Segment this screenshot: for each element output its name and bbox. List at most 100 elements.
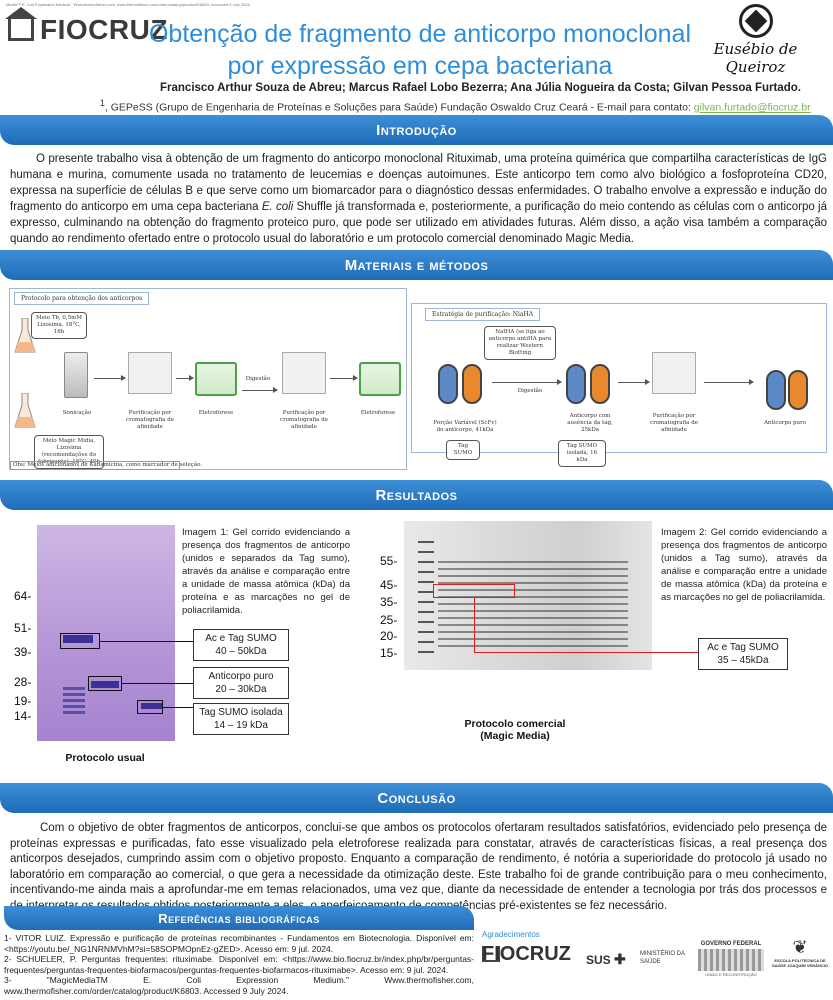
gel-band [91, 681, 119, 688]
gel1-marker: 39- [14, 645, 32, 659]
plus-icon: ✚ [614, 951, 626, 967]
gel1-marker: 28- [14, 675, 32, 689]
gel2-marker: 15- [380, 646, 398, 660]
authors: Francisco Arthur Souza de Abreu; Marcus … [160, 82, 801, 94]
gel1-marker: 19- [14, 694, 32, 708]
callout-line [100, 641, 193, 642]
tag-sumo-label: Tag SUMO [446, 440, 480, 460]
scfv-domain-icon [438, 364, 458, 404]
sponsor-sus-text: SUS [586, 953, 611, 967]
intro-heading: Introdução [0, 115, 833, 145]
sponsor-governo-sub: UNIÃO E RECONSTRUÇÃO [705, 972, 757, 977]
sponsor-escola: ❦ ESCOLA POLITÉCNICA DE SAÚDE JOAQUIM VE… [771, 937, 829, 968]
callout-line-2: 20 – 30kDa [215, 684, 267, 695]
contact-email-link[interactable]: gilvan.furtado@fiocruz.br [693, 101, 811, 114]
gel2-marker: 35- [380, 595, 398, 609]
sponsor-fiocruz-text: FIOCRUZ [482, 942, 571, 965]
purification-label-1: Purificação por cromatografia de afinida… [126, 410, 174, 430]
callout-line-red [474, 652, 698, 653]
sponsor-governo-text: GOVERNO FEDERAL [700, 941, 762, 947]
observation-note: Obs: Meios adicionados de Kanamicina, co… [10, 461, 202, 470]
flask-magic-icon [14, 393, 36, 428]
callout-ac-tag-commercial: Ac e Tag SUMO 35 – 45kDa [698, 638, 788, 670]
gel2-caption: Imagem 2: Gel corrido evidenciando a pre… [661, 527, 827, 603]
eusebio-logo: Eusébio de Queiroz [688, 4, 823, 76]
eusebio-emblem-icon [738, 4, 773, 38]
callout-line [163, 707, 193, 708]
fiocruz-logo: FIOCRUZ [5, 7, 168, 46]
callout-line-red [474, 598, 475, 652]
flow-arrow [242, 387, 278, 393]
gel-ladder [418, 541, 434, 661]
flow-arrow [94, 375, 126, 381]
gel-ladder [63, 687, 85, 715]
purification-icon [652, 352, 696, 394]
gel1-label: Protocolo usual [65, 752, 145, 764]
protocol-box-title: Protocolo para obtenção dos anticorpos [14, 292, 150, 305]
gel1-marker: 14- [14, 709, 32, 723]
callout-line-1: Ac e Tag SUMO [205, 633, 277, 644]
conclusion-heading: Conclusão [0, 783, 833, 813]
scfv-label: Porção Variável (ScFv) do anticorpo, 41k… [433, 420, 497, 433]
digestion-label-1: Digestão [245, 376, 271, 382]
callout-line-1: Anticorpo puro [208, 671, 274, 682]
methods-heading: Materiais e métodos [0, 250, 833, 280]
callout-line-2: 35 – 45kDa [717, 655, 769, 666]
gel-image-commercial [404, 521, 652, 670]
pure-antibody-label: Anticorpo puro [763, 420, 807, 426]
gel1-caption: Imagem 1: Gel corrido evidenciando a pre… [182, 527, 350, 616]
title-line-2: por expressão em cepa bacteriana [227, 52, 613, 80]
highlight-box [60, 633, 100, 649]
affiliation: 1, GEPeSS (Grupo de Engenharia de Proteí… [100, 98, 811, 114]
flow-arrow [492, 379, 562, 385]
scfv-domain-icon [462, 364, 482, 404]
gel-band [63, 635, 93, 643]
tag-sumo-isolated-label: Tag SUMO isolada, 16 kDa [558, 440, 606, 467]
sponsor-governo: GOVERNO FEDERAL UNIÃO E RECONSTRUÇÃO [698, 941, 764, 977]
affiliation-sup: 1 [100, 98, 105, 108]
reference-item: 2- SCHUELER, P. Perguntas frequentes: ri… [4, 954, 474, 975]
fiocruz-logo-text: FIOCRUZ [40, 14, 168, 45]
callout-line-2: 40 – 50kDa [215, 646, 267, 657]
gel-lanes [438, 561, 628, 651]
gel2-marker: 55- [380, 554, 398, 568]
gel1-marker: 51- [14, 621, 32, 635]
antibody-domain-icon [590, 364, 610, 404]
callout-pure-antibody: Anticorpo puro 20 – 30kDa [193, 667, 289, 699]
poster-title: Obtenção de fragmento de anticorpo monoc… [140, 18, 700, 82]
medium-tb-label: Meio Tb, 0,5mM Lizosima, 18°C, 16h [31, 312, 87, 339]
purification-icon [282, 352, 326, 394]
eusebio-logo-text: Eusébio de Queiroz [713, 40, 798, 76]
electrophoresis-icon [359, 362, 401, 396]
gel2-label: Protocolo comercial(Magic Media) [440, 718, 590, 742]
intro-text: O presente trabalho visa à obtenção de u… [10, 151, 827, 247]
gel2-marker: 45- [380, 578, 398, 592]
flow-arrow [704, 379, 754, 385]
reference-item: 1- VITOR LUIZ. Expressão e purificação d… [4, 933, 474, 954]
highlight-box [137, 700, 163, 714]
reference-item: 3- "MagicMediaTM E. Coli Expression Medi… [4, 975, 474, 996]
governo-mark-icon [698, 949, 764, 971]
gel2-label-line-2: (Magic Media) [480, 730, 550, 742]
title-line-1: Obtenção de fragmento de anticorpo monoc… [148, 20, 692, 48]
flow-arrow [176, 375, 194, 381]
gel1-marker: 64- [14, 589, 32, 603]
highlight-box-red [433, 584, 515, 598]
pure-antibody-icon [766, 370, 786, 410]
fiocruz-house-icon [5, 7, 37, 41]
callout-line-1: Ac e Tag SUMO [707, 642, 779, 653]
references-heading: Referências bibliográficas [4, 906, 474, 930]
electrophoresis-label-1: Eletroforese [198, 410, 234, 416]
purification-icon [128, 352, 172, 394]
intro-text-b: Shuffle já transformada e, posteriorment… [10, 201, 827, 245]
strategy-box-title: Estratégia de purificação: NiaHA [425, 308, 541, 321]
pure-antibody-icon [788, 370, 808, 410]
callout-line-1: Tag SUMO isolada [199, 707, 283, 718]
flow-arrow [618, 379, 650, 385]
references-list: 1- VITOR LUIZ. Expressão e purificação d… [4, 933, 474, 996]
flow-arrow [330, 375, 358, 381]
conclusion-text: Com o objetivo de obter fragmentos de an… [10, 822, 827, 912]
antibody-domain-icon [566, 364, 586, 404]
callout-line [122, 683, 193, 684]
purification-label-3: Purificação por cromatografia de afinida… [650, 413, 698, 433]
